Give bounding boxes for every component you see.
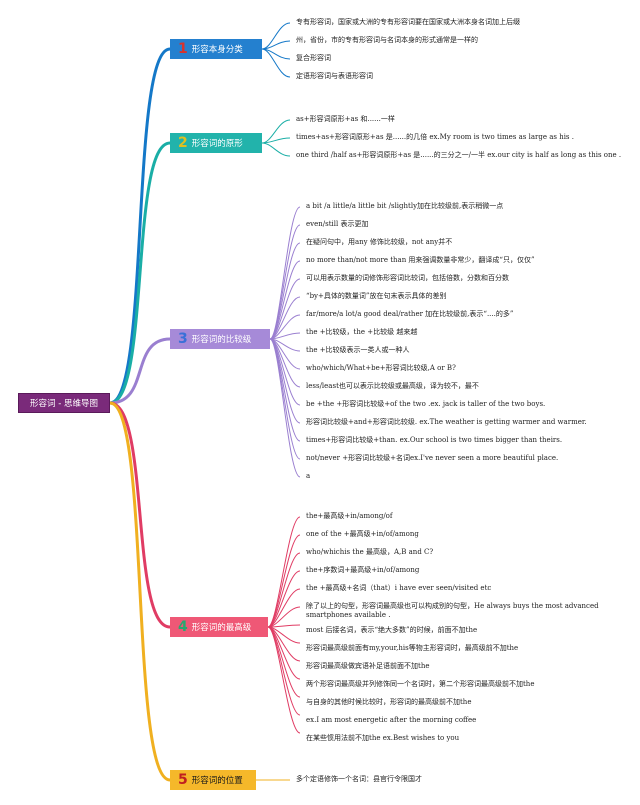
branch-number: 3 — [178, 331, 188, 347]
leaf-connector — [261, 142, 291, 157]
leaf-item[interactable]: 除了以上的句型，形容词最高级也可以构成别的句型，He always buys t… — [306, 602, 599, 619]
leaf-item[interactable]: 形容词最高级做宾语补足语前面不加the — [306, 662, 430, 670]
leaf-connector — [261, 119, 291, 144]
leaf-item[interactable]: the +比较级表示一类人或一种人 — [306, 346, 410, 354]
leaf-connector — [269, 206, 301, 340]
leaf-item[interactable]: 两个形容词最高级并列修饰同一个名词时，第二个形容词最高级前不加the — [306, 680, 535, 688]
leaf-connector — [267, 534, 301, 628]
branch-connector-4 — [109, 401, 171, 629]
leaf-item[interactable]: 形容词最高级前面有my,your,his等物主形容词时，最高级前不加the — [306, 644, 519, 652]
leaf-item[interactable]: be +the +形容词比较级+of the two .ex. jack is … — [306, 400, 546, 408]
root-node[interactable]: 形容词 - 思维导图 — [18, 393, 110, 413]
leaf-connector — [261, 137, 291, 144]
branch-label: 形容词的最高级 — [191, 623, 252, 633]
leaf-item[interactable]: “by+具体的数量词”放在句末表示具体的差别 — [306, 292, 447, 300]
leaf-connector — [269, 296, 301, 340]
leaf-item[interactable]: 专有形容词，国家或大洲的专有形容词要在国家或大洲本身名词加上后缀 — [296, 18, 520, 26]
leaf-item[interactable]: the+序数词+最高级+in/of/among — [306, 566, 420, 574]
leaf-item[interactable]: 与自身的其他时候比较时，形容词的最高级前不加the — [306, 698, 472, 706]
leaf-connector — [267, 626, 301, 698]
branch-label: 形容本身分类 — [191, 45, 243, 55]
leaf-item[interactable]: 在疑问句中，用any 修饰比较级，not any并不 — [306, 238, 453, 246]
leaf-connector — [267, 626, 301, 734]
leaf-item[interactable]: far/more/a lot/a good deal/rather 加在比较级前… — [306, 310, 514, 318]
leaf-item[interactable]: not/never +形容词比较级+名词ex.I've never seen a… — [306, 454, 559, 462]
leaf-item[interactable]: a bit /a little/a little bit /slightly加在… — [306, 202, 504, 210]
branch-number: 4 — [178, 619, 188, 635]
leaf-item[interactable]: who/whichis the 最高级，A,B and C? — [306, 548, 434, 556]
leaf-connector — [267, 570, 301, 628]
leaf-connector — [269, 314, 301, 340]
branch-connector-5 — [109, 401, 171, 782]
leaf-item[interactable]: the +最高级+名词（that）i have ever seen/visite… — [306, 584, 492, 592]
leaf-item[interactable]: less/least也可以表示比较级或最高级，译为较不，最不 — [306, 382, 479, 390]
leaf-item[interactable]: 在某些惯用法前不加the ex.Best wishes to you — [306, 734, 460, 742]
leaf-connector — [269, 260, 301, 340]
leaf-connector — [267, 606, 301, 628]
leaf-item[interactable]: one of the +最高级+in/of/among — [306, 530, 419, 538]
leaf-item[interactable]: 形容词比较级+and+形容词比较级. ex.The weather is get… — [306, 418, 587, 426]
branch-number: 1 — [178, 41, 188, 57]
branch-connector-1 — [109, 47, 171, 405]
leaf-item[interactable]: 州，省份，市的专有形容词与名词本身的形式通常是一样的 — [296, 36, 478, 44]
leaf-connector — [269, 338, 301, 478]
leaf-connector — [267, 588, 301, 628]
leaf-item[interactable]: 可以用表示数量的词修饰形容词比较词，包括倍数，分数和百分数 — [306, 274, 509, 282]
branch-number: 2 — [178, 135, 188, 151]
leaf-connector — [269, 242, 301, 340]
leaf-item[interactable]: 多个定语修饰一个名词：县官行令限国才 — [296, 775, 422, 783]
branch-label: 形容词的比较级 — [191, 335, 252, 345]
leaf-connector — [269, 338, 301, 460]
leaf-connector — [261, 48, 291, 78]
leaf-item[interactable]: 定语形容词与表语形容词 — [296, 72, 373, 80]
branch-label: 形容词的原形 — [191, 139, 243, 149]
leaf-item[interactable]: a — [306, 472, 311, 480]
leaf-item[interactable]: who/which/What+be+形容词比较级,A or B? — [306, 364, 456, 372]
leaf-connector — [267, 516, 301, 628]
leaf-item[interactable]: even/still 表示更加 — [306, 220, 369, 228]
leaf-item[interactable]: one third /half as+形容词原形+as 是......的三分之一… — [296, 151, 622, 159]
leaf-item[interactable]: the+最高级+in/among/of — [306, 512, 393, 520]
branch-label: 形容词的位置 — [191, 776, 243, 786]
leaf-item[interactable]: no more than/not more than 用来强调数量非常少，翻译成… — [306, 256, 535, 264]
leaf-item[interactable]: times+形容词比较级+than. ex.Our school is two … — [306, 436, 563, 444]
leaf-connector — [267, 626, 301, 716]
leaf-item[interactable]: as+形容词原形+as 和......一样 — [296, 115, 395, 123]
leaf-item[interactable]: 复合形容词 — [296, 54, 331, 62]
leaf-item[interactable]: times+as+形容词原形+as 是......的几倍 ex.My room … — [296, 133, 574, 141]
branch-number: 5 — [178, 772, 188, 788]
branch-connector-3 — [109, 337, 171, 405]
leaf-connector — [261, 22, 291, 50]
leaf-item[interactable]: ex.I am most energetic after the morning… — [306, 716, 477, 724]
leaf-item[interactable]: most 后接名词，表示“绝大多数”的时候，前面不加the — [306, 626, 478, 634]
leaf-item[interactable]: the +比较级，the +比较级 越来越 — [306, 328, 418, 336]
branch-connector-2 — [109, 141, 171, 405]
